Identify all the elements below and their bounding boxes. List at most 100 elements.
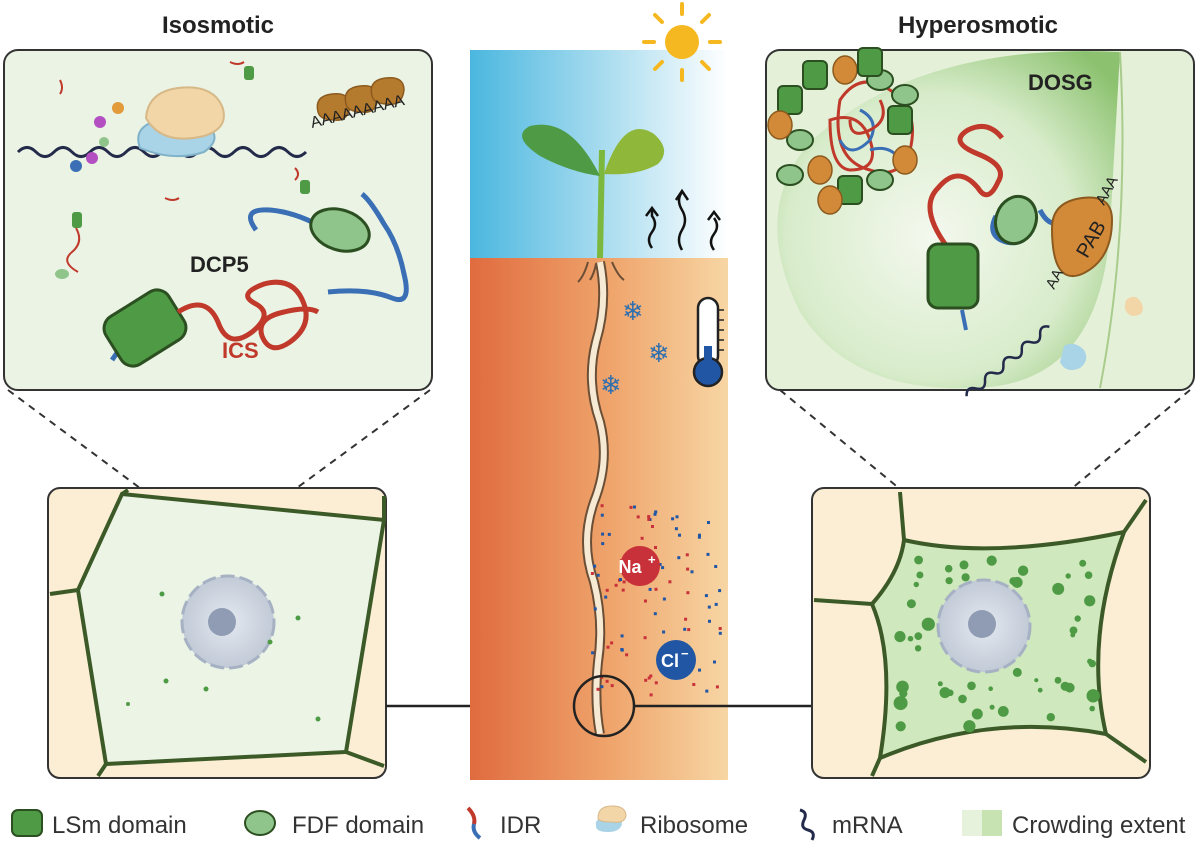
- idr-icon: [466, 806, 482, 840]
- ion-dot: [605, 588, 609, 592]
- legend-label-mrna: mRNA: [832, 812, 903, 839]
- ion-dot: [600, 504, 604, 508]
- sodium-ion: Na +: [618, 546, 660, 586]
- ion-dot: [601, 532, 605, 536]
- dcp5-label: DCP5: [190, 252, 249, 277]
- ion-dot: [686, 567, 690, 571]
- fdf-domain-icon: [244, 810, 276, 836]
- ion-dot: [621, 588, 625, 592]
- cluster-pab: [817, 185, 843, 215]
- condensate-dot: [1017, 565, 1029, 576]
- isosmotic-cell-panel: [47, 487, 387, 779]
- ion-dot: [644, 599, 647, 603]
- condensate-dot: [939, 687, 951, 699]
- ion-dot: [590, 572, 594, 575]
- cluster-lsm: [802, 60, 828, 90]
- condensate-dot: [959, 560, 969, 570]
- ion-dot: [697, 535, 701, 539]
- cluster-pab: [807, 155, 833, 185]
- condensate-dot: [914, 632, 923, 640]
- cluster-lsm: [777, 85, 803, 115]
- ion-dot: [662, 630, 666, 634]
- ribosome-shape: [137, 86, 225, 158]
- cluster-pab: [767, 110, 793, 140]
- dosg-label: DOSG: [1028, 70, 1093, 95]
- cluster-fdf: [891, 84, 919, 106]
- legend: LSm domain FDF domain IDR Ribosome mRNA: [11, 805, 1186, 841]
- ion-dot: [600, 685, 604, 689]
- condensate-dot: [1084, 595, 1096, 607]
- ion-dot: [692, 683, 696, 686]
- condensate-dot: [921, 617, 935, 631]
- ion-dot: [677, 556, 681, 560]
- condensate-dot: [906, 599, 916, 609]
- ion-dot: [591, 651, 595, 655]
- condensate-dot: [1084, 571, 1093, 579]
- ion-dot: [714, 565, 718, 568]
- cluster-pab: [832, 55, 858, 85]
- ion-dot: [653, 612, 657, 616]
- ion-dot: [625, 653, 629, 657]
- condensate-dot: [1009, 577, 1018, 586]
- sparse-condensates: [126, 591, 321, 722]
- condensate-dot: [1069, 626, 1078, 635]
- ion-dot: [685, 553, 689, 557]
- legend-label-ribosome: Ribosome: [640, 812, 748, 839]
- legend-label-idr: IDR: [500, 812, 541, 839]
- condensate-dot: [963, 720, 976, 733]
- crowding-extent-icon: [962, 810, 1002, 836]
- chloride-charge: −: [681, 646, 689, 661]
- condensate-dot: [989, 704, 995, 710]
- condensate-dot: [1089, 705, 1095, 712]
- ion-dot: [622, 580, 626, 584]
- condensate-dot: [914, 645, 922, 652]
- condensate-dot: [1074, 615, 1081, 622]
- cluster-fdf: [776, 164, 804, 186]
- ion-dot: [661, 566, 665, 570]
- legend-label-fdf: FDF domain: [292, 812, 424, 839]
- legend-item-idr: IDR: [466, 806, 541, 840]
- sodium-label: Na: [618, 557, 642, 577]
- clustered-domains: [767, 47, 919, 215]
- svg-text:❄: ❄: [600, 370, 622, 400]
- ion-dot: [596, 573, 600, 577]
- condensate-dot: [1065, 573, 1071, 579]
- ion-dot: [643, 636, 647, 640]
- snowflake-icons: ❄ ❄ ❄: [600, 296, 670, 400]
- condensate-dot: [945, 577, 953, 585]
- condensate-dot: [1054, 676, 1062, 684]
- legend-item-lsm: LSm domain: [11, 809, 187, 839]
- hyperosmotic-cell-panel: [811, 487, 1151, 779]
- seedling: [522, 124, 665, 259]
- ribosome-icon: [595, 805, 627, 832]
- lsm-domain-icon: [11, 809, 43, 837]
- condensate-dot: [896, 680, 909, 694]
- condensate-dot: [997, 706, 1009, 717]
- ion-dot: [596, 687, 600, 691]
- condensate-dot: [986, 555, 997, 566]
- ion-dot: [647, 676, 651, 680]
- ion-dot: [684, 617, 688, 621]
- evaporation-arrows: [645, 188, 721, 251]
- legend-item-ribosome: Ribosome: [595, 805, 748, 839]
- dcp5-protein: [102, 192, 409, 368]
- ion-dot: [658, 563, 662, 566]
- ion-dot: [653, 512, 657, 516]
- ion-dot: [593, 564, 597, 568]
- condensate-dot: [895, 721, 906, 732]
- ion-dot: [654, 546, 657, 549]
- condensate-dot: [893, 696, 908, 711]
- ion-dot: [686, 591, 690, 595]
- ion-dot: [668, 580, 672, 584]
- condensate-dot: [914, 555, 923, 565]
- cluster-pab: [892, 145, 918, 175]
- ion-dot: [620, 648, 624, 651]
- ion-dot: [614, 583, 618, 587]
- ion-dot: [698, 533, 701, 537]
- condensate-dot: [1012, 667, 1022, 677]
- ion-dot: [633, 505, 636, 509]
- ion-dot: [647, 517, 651, 521]
- condensate-dot: [944, 564, 953, 573]
- left-panel-title: Isosmotic: [162, 12, 274, 39]
- condensate-dot: [894, 631, 906, 643]
